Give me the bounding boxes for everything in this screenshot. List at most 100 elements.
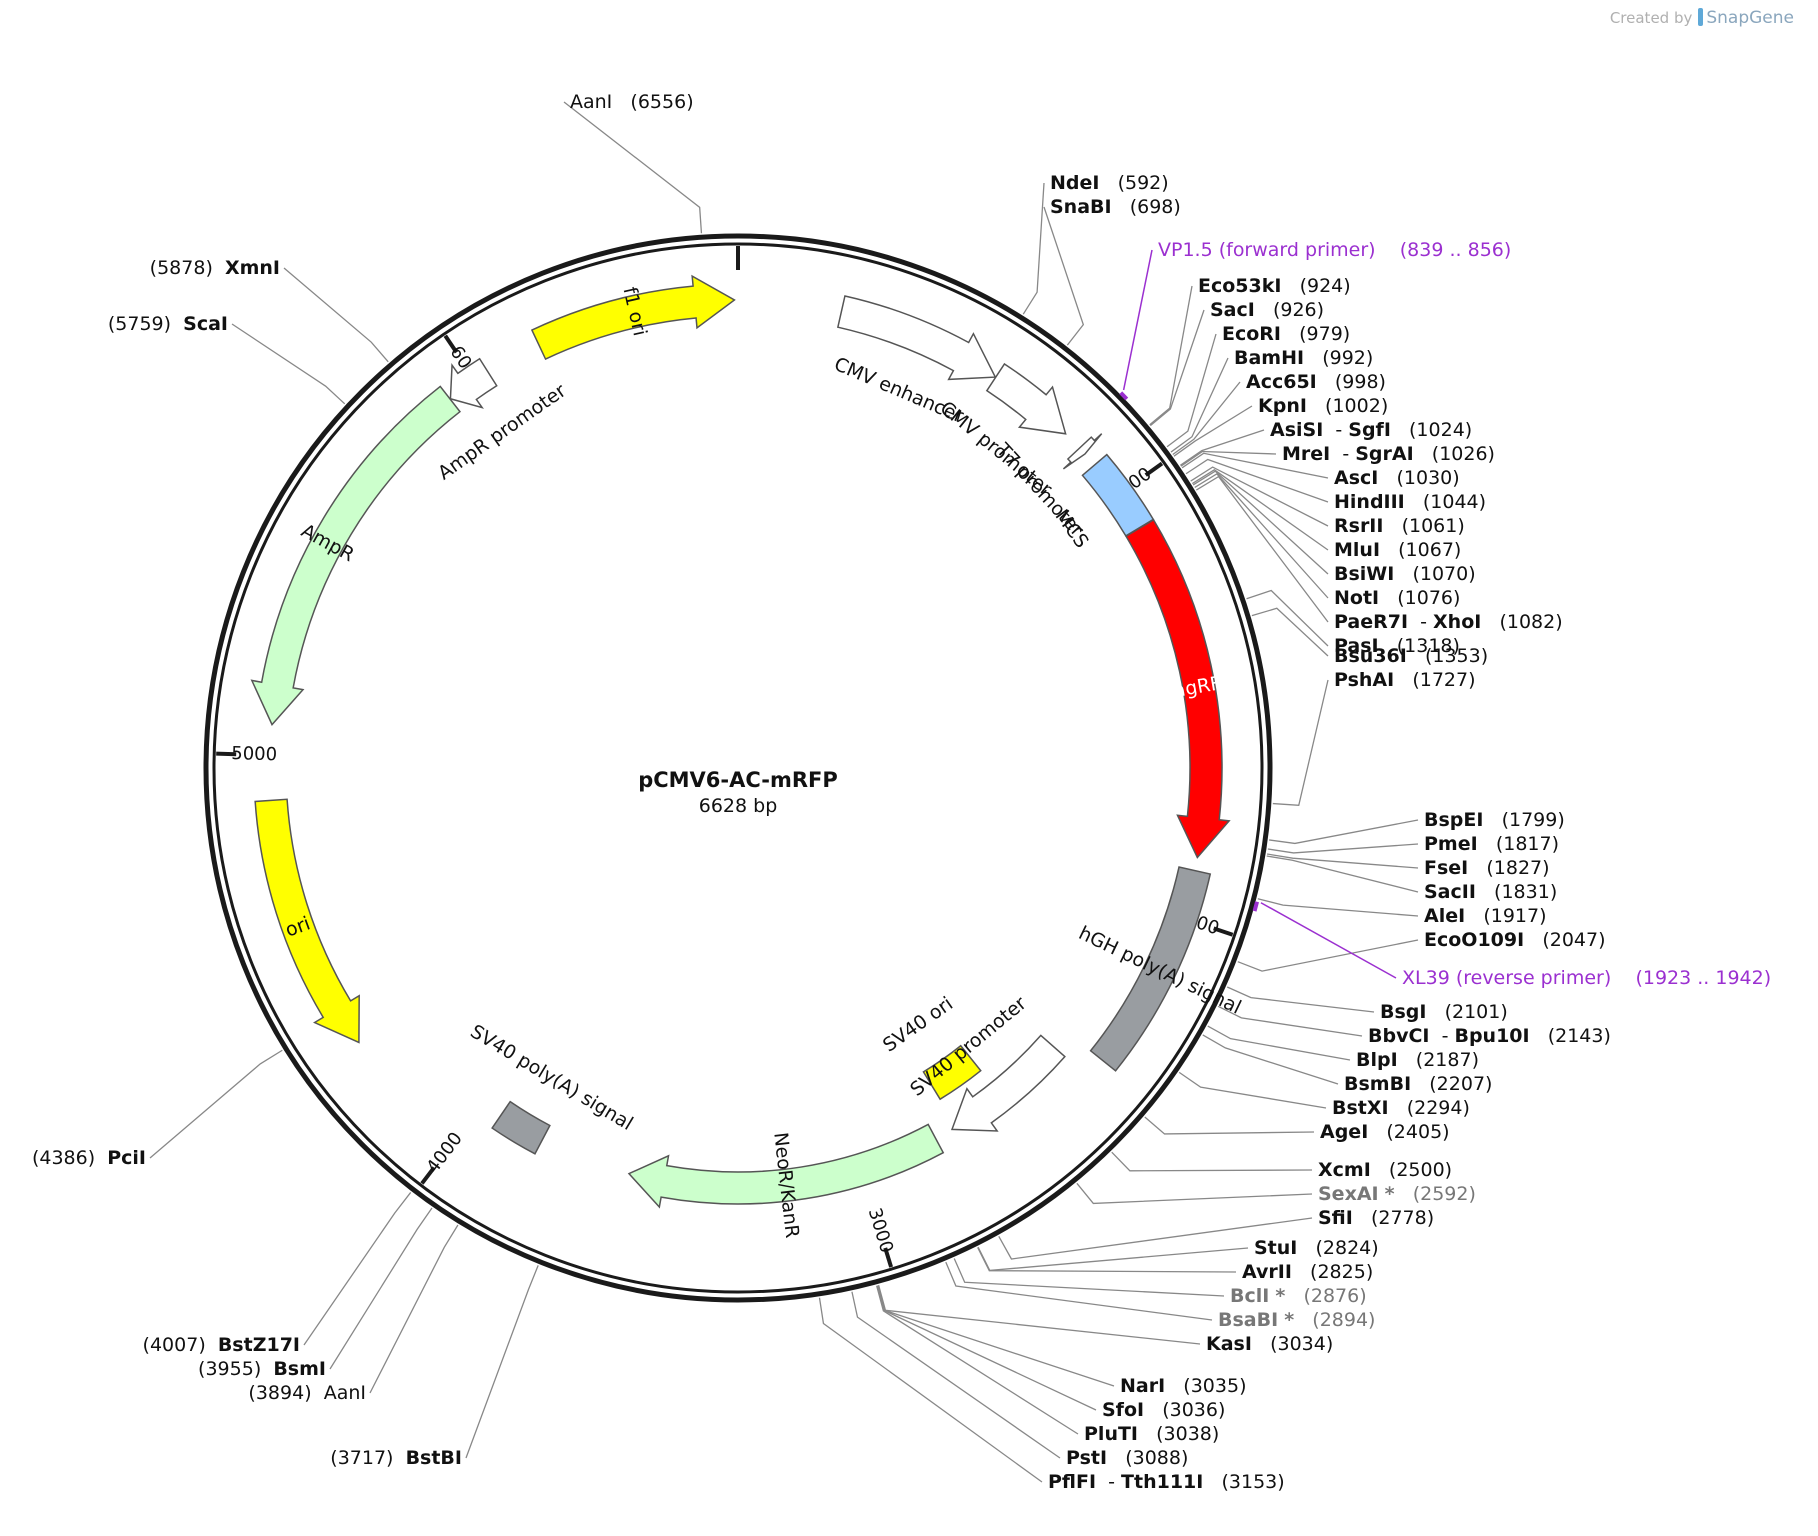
cut-site-leader [283,267,389,363]
feature-cmv-promoter [985,362,1067,435]
cut-site-leader [329,1207,433,1370]
cut-site-label: Bsu36I (1353) [1334,645,1488,667]
cut-site-label: AleI (1917) [1424,905,1547,927]
cut-site-leader [1149,285,1193,426]
cut-site-pos: (3153) [1221,1471,1284,1493]
cut-site-pos: (979) [1299,323,1350,345]
cut-site-pos: (1061) [1402,515,1465,537]
cut-site-name: ScaI [183,313,228,335]
cut-site-pos: (992) [1322,347,1373,369]
cut-site-leader [231,323,346,405]
feature-t7-promoter [1062,433,1103,470]
cut-site-leader [1251,607,1329,657]
feature-neor-kanr [627,1123,945,1209]
cut-site-label: (4007) BstZ17I [143,1334,300,1356]
cut-site-label: BspEI (1799) [1424,809,1565,831]
cut-site-leader [1207,1025,1351,1061]
cut-site-leader [1226,986,1375,1013]
cut-site-leader [1266,853,1419,869]
cut-site-leader [465,1265,539,1459]
cut-site-name2: Tth111I [1121,1471,1203,1493]
cut-site-pos: (1030) [1396,467,1459,489]
bp-tick-1000 [1144,461,1164,477]
feature-label-sv40-ori: SV40 ori [879,993,957,1057]
cut-site-leader [1166,333,1217,448]
cut-site-name2: Bpu10I [1454,1025,1529,1047]
cut-site-leader [876,1285,1079,1435]
cut-site-label: NdeI (592) [1050,172,1169,194]
cut-site-label: BamHI (992) [1234,347,1373,369]
cut-site-pos: (2825) [1310,1261,1373,1283]
feature-ori [254,798,360,1044]
cut-site-leader [1202,1034,1339,1085]
cut-site-leader [1192,470,1329,575]
cut-site-name: PaeR7I [1334,611,1408,633]
cut-site-label: NotI (1076) [1334,587,1460,609]
cut-site-pos: (3035) [1183,1375,1246,1397]
cut-site-name2: XhoI [1433,611,1481,633]
cut-site-label: PflFI - Tth111I (3153) [1048,1471,1285,1493]
cut-site-leader [1266,855,1419,893]
cut-site-name: KpnI [1258,395,1307,417]
cut-site-name: AleI [1424,905,1465,927]
cut-site-pos: (2778) [1371,1207,1434,1229]
map-center-label: pCMV6-AC-mRFP 6628 bp [638,768,838,817]
cut-site-pos: (3036) [1162,1399,1225,1421]
cut-site-pos: (2101) [1445,1001,1508,1023]
cut-site-star: * [1385,1183,1395,1205]
cut-site-pos: (1067) [1398,539,1461,561]
watermark-created-by: Created by [1609,9,1693,27]
cut-site-leader [1172,381,1241,456]
cut-site-name: BsmBI [1344,1073,1411,1095]
cut-site-pos: (4386) [32,1147,95,1169]
cut-site-leader [1173,405,1253,457]
cut-site-label: KasI (3034) [1206,1333,1333,1355]
feature-tagrfp [1125,518,1231,859]
cut-site-label: SacI (926) [1210,299,1324,321]
primer-mark-vp1-5-forward-primer [1119,391,1129,401]
cut-site-label: PshAI (1727) [1334,669,1476,691]
cut-site-pos: (1002) [1325,395,1388,417]
cut-site-leader [1191,469,1329,551]
primer-mark-xl39-reverse-primer [1252,901,1259,912]
cut-site-label: AvrII (2825) [1242,1261,1373,1283]
cut-site-label: BstXI (2294) [1332,1097,1470,1119]
cut-site-pos: (1831) [1494,881,1557,903]
cut-site-pos: (1024) [1409,419,1472,441]
cut-site-pos: (998) [1335,371,1386,393]
cut-site-leader [1076,1182,1313,1205]
cut-site-name: StuI [1254,1237,1297,1259]
cut-site-leader [876,1285,1097,1411]
cut-site-name: MluI [1334,539,1380,561]
cut-site-pos: (3894) [248,1382,311,1404]
primer-name: XL39 (reverse primer) [1402,967,1611,989]
cut-site-leader [953,1258,1225,1297]
cut-site-leader [1180,450,1277,467]
cut-site-pos: (1076) [1397,587,1460,609]
primer-label: VP1.5 (forward primer) (839 .. 856) [1158,239,1511,261]
cut-site-name: MreI [1282,443,1330,465]
cut-site-leader [1272,679,1329,806]
cut-site-label: (3955) BsmI [198,1358,326,1380]
cut-site-label: (5759) ScaI [108,313,228,335]
cut-site-pos: (2592) [1413,1183,1476,1205]
cut-site-pos: (4007) [143,1334,206,1356]
cut-site-name: BstBI [406,1447,462,1469]
cut-site-label: EcoRI (979) [1222,323,1350,345]
cut-site-pos: (2500) [1389,1159,1452,1181]
cut-site-leader [1246,589,1329,647]
cut-site-leader [851,1291,1061,1459]
cut-site-name: HindIII [1334,491,1405,513]
cut-site-leader [1190,466,1329,527]
cut-site-leader [1111,1151,1313,1172]
cut-site-star: * [1275,1285,1285,1307]
cut-site-pos: (5759) [108,313,171,335]
cut-site-name: AsiSI [1270,419,1323,441]
cut-site-label: BsgI (2101) [1380,1001,1508,1023]
cut-site-name: BsiWI [1334,563,1394,585]
cut-site-leader [1181,452,1329,479]
cut-site-name2: SgrAI [1355,443,1413,465]
cut-site-leader [149,1049,283,1159]
cut-site-name: SacI [1210,299,1255,321]
